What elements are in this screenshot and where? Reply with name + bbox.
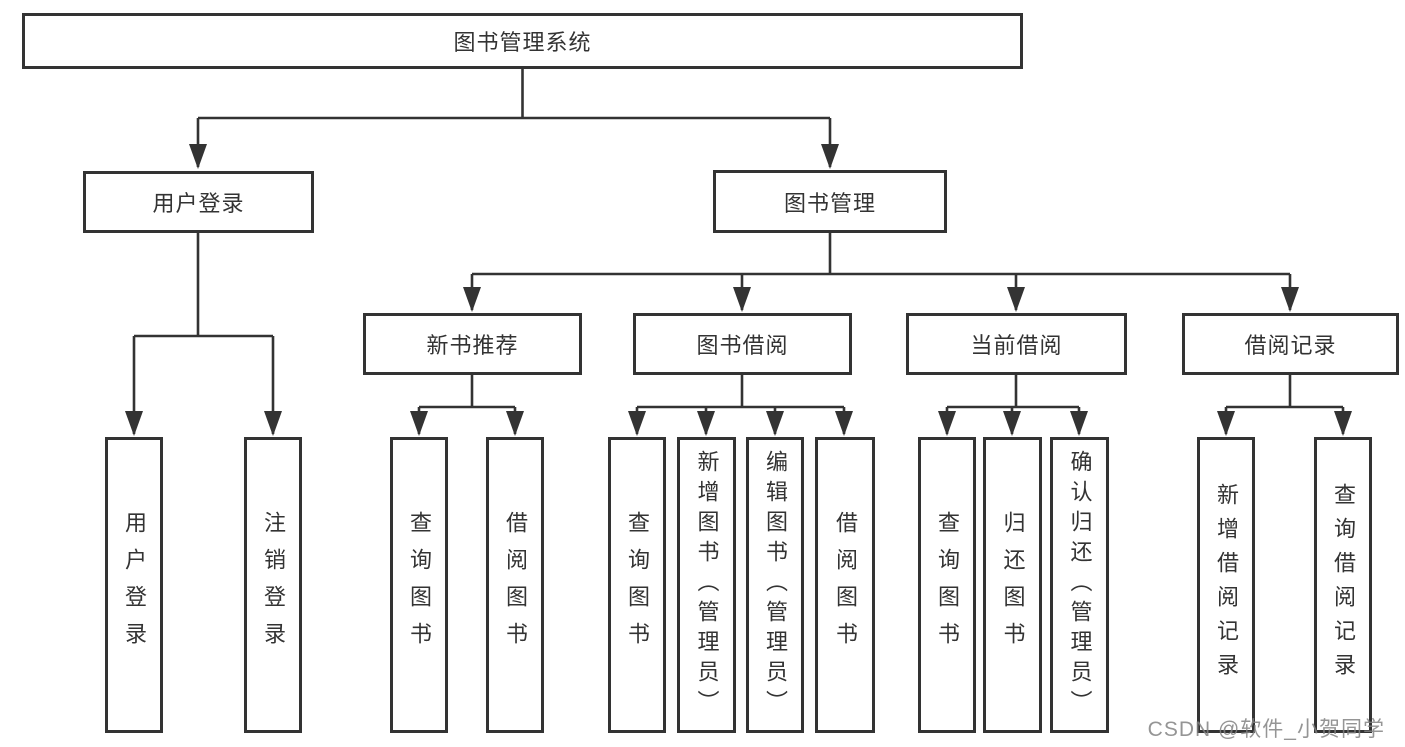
node-label: 新书推荐: [426, 333, 519, 358]
leaf-recommend-query-books: 查询图书: [390, 437, 448, 733]
node-new-book-recommend: 新书推荐: [363, 313, 582, 375]
leaf-logout: 注销登录: [244, 437, 302, 733]
node-label: 查询借阅记录: [1331, 483, 1356, 687]
node-current-borrow: 当前借阅: [906, 313, 1127, 375]
leaf-current-query-books: 查询图书: [918, 437, 976, 733]
node-label: 注销登录: [261, 511, 286, 659]
node-label: 查询图书: [407, 511, 432, 659]
leaf-user-login: 用户登录: [105, 437, 163, 733]
node-label: 归还图书: [1000, 511, 1026, 659]
leaf-edit-book-admin: 编辑图书（管理员）: [746, 437, 804, 733]
node-book-borrow: 图书借阅: [633, 313, 852, 375]
node-label: 图书借阅: [696, 333, 789, 358]
node-user-login-branch: 用户登录: [83, 171, 314, 233]
leaf-borrow-books: 借阅图书: [815, 437, 875, 733]
leaf-query-borrow-record: 查询借阅记录: [1314, 437, 1372, 733]
node-label: 新增图书（管理员）: [694, 450, 720, 720]
node-borrow-records: 借阅记录: [1182, 313, 1399, 375]
leaf-confirm-return-admin: 确认归还（管理员）: [1050, 437, 1109, 733]
leaf-borrow-query-books: 查询图书: [608, 437, 666, 733]
node-label: 图书管理: [783, 190, 876, 216]
node-label: 查询图书: [625, 511, 650, 659]
csdn-watermark: CSDN @软件_小贺同学: [1147, 718, 1385, 741]
node-label: 新增借阅记录: [1214, 483, 1239, 687]
node-label: 用户登录: [152, 191, 245, 216]
leaf-add-book-admin: 新增图书（管理员）: [677, 437, 736, 733]
node-label: 借阅图书: [833, 511, 858, 659]
leaf-recommend-borrow-books: 借阅图书: [486, 437, 544, 733]
node-label: 借阅记录: [1244, 333, 1337, 358]
node-label: 用户登录: [122, 511, 147, 659]
leaf-add-borrow-record: 新增借阅记录: [1197, 437, 1255, 733]
leaf-return-books: 归还图书: [983, 437, 1042, 733]
node-label: 编辑图书（管理员）: [763, 450, 788, 720]
node-book-management-branch: 图书管理: [713, 170, 947, 233]
node-label: 图书管理系统: [453, 30, 592, 55]
node-label: 借阅图书: [503, 511, 528, 659]
node-label: 当前借阅: [970, 333, 1063, 358]
node-label: 确认归还（管理员）: [1067, 450, 1093, 720]
node-label: 查询图书: [935, 511, 960, 659]
node-root-system: 图书管理系统: [22, 13, 1023, 69]
